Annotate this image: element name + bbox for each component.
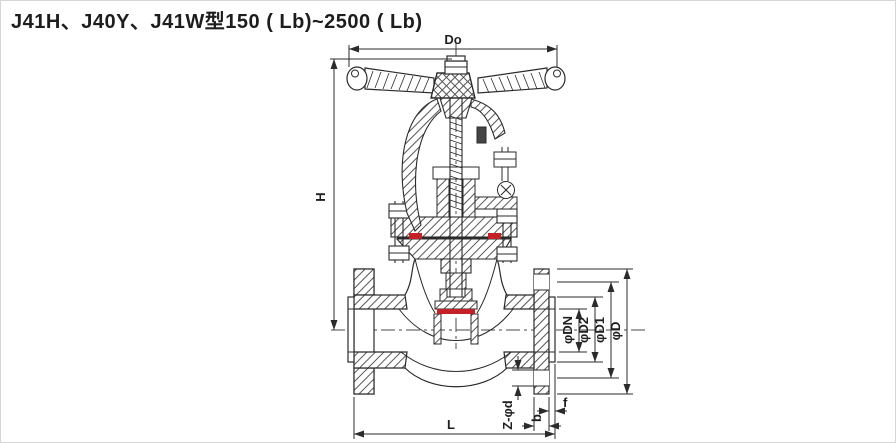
valve-body [347,258,556,395]
seat-sealing-surface [437,309,475,314]
dim-d2 [557,296,603,363]
bonnet-bolt-left [388,201,410,263]
left-flange [347,268,408,395]
stem [449,72,463,297]
dim-label-l: L [447,417,455,432]
dim-label-d2: φD2 [576,317,591,343]
right-flange [503,268,556,395]
dim-h [330,58,452,330]
bonnet-gasket-left [409,233,422,239]
dim-label-d1: φD1 [592,317,607,343]
dim-d1 [557,281,619,379]
dim-bolt-holes [512,356,534,400]
dim-label-dn: φDN [560,316,575,344]
dim-label-d: φD [608,322,623,341]
yoke-arm-left [401,98,442,232]
dim-label-do: Do [444,32,461,47]
handwheel-rim-hatch [366,70,546,94]
yoke-arm-right [470,98,506,140]
yoke [401,97,506,232]
dim-label-bolt-holes: Z-φd [500,400,515,430]
disc-assembly [434,272,478,310]
drawing-title: J41H、J40Y、J41W型150 ( Lb)~2500 ( Lb) [11,11,423,33]
gland-assembly [432,126,518,218]
stem-threads [449,115,463,211]
dim-d [557,268,633,395]
bonnet-assembly [388,201,518,274]
yoke-clamp-bolt [476,126,487,144]
gasket-seat-marks [409,233,501,314]
bonnet-bolt-right [496,203,518,263]
dim-label-f: f [563,395,568,410]
dim-do [348,45,558,67]
dim-b [522,397,561,431]
bonnet-gasket-right [488,233,501,239]
body-partition [398,308,514,341]
bonnet-lower-flange [395,238,512,260]
body-belly-outline [404,367,508,388]
dim-label-b: b [529,414,544,422]
bonnet-upper-flange [390,216,518,238]
dim-label-h: H [313,192,328,201]
dim-dn [559,308,587,353]
stem-nut [439,97,473,119]
handwheel-arm-right [477,67,548,94]
gland-arm [474,196,518,210]
handwheel [346,55,566,99]
